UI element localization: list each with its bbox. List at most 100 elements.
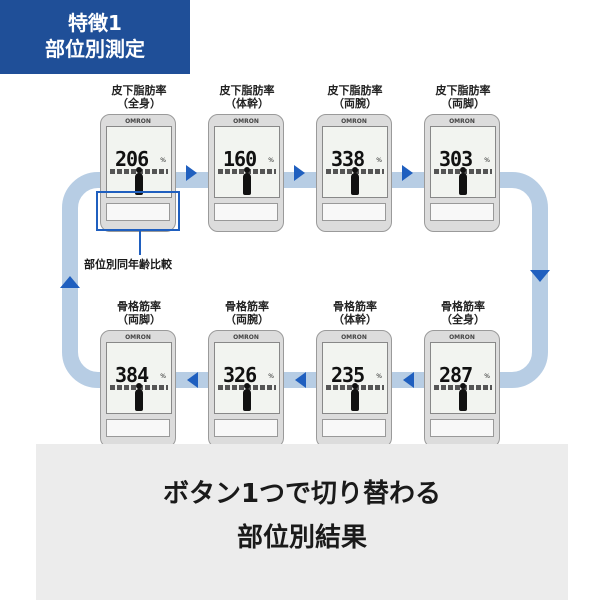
device-buttons [214, 203, 278, 221]
percent-unit: % [160, 373, 166, 380]
card-label-2: （体幹） [225, 97, 269, 110]
device-illustration: OMRON 326 % [208, 330, 284, 448]
percent-unit: % [268, 373, 274, 380]
percent-unit: % [376, 157, 382, 164]
card-label: 骨格筋率 （両脚） [100, 300, 178, 330]
footer-line2: 部位別結果 [236, 523, 367, 553]
brand-label: OMRON [449, 334, 475, 341]
card-bottom-3: 骨格筋率 （体幹） OMRON 235 % [316, 300, 394, 448]
brand-label: OMRON [125, 334, 151, 341]
percent-unit: % [268, 157, 274, 164]
reading-value: 384 [115, 363, 149, 387]
card-label-1: 骨格筋率 [225, 300, 269, 313]
card-label: 皮下脂肪率 （両脚） [424, 84, 502, 114]
footer-panel: ボタン1つで切り替わる 部位別結果 [36, 444, 568, 600]
brand-label: OMRON [341, 334, 367, 341]
card-label: 皮下脂肪率 （体幹） [208, 84, 286, 114]
percent-unit: % [484, 373, 490, 380]
body-figure-icon [135, 383, 143, 411]
reading-value: 303 [439, 147, 473, 171]
device-illustration: OMRON 235 % [316, 330, 392, 448]
card-label: 骨格筋率 （体幹） [316, 300, 394, 330]
device-buttons [322, 203, 386, 221]
right-arrow-icon [402, 165, 413, 181]
device-buttons [214, 419, 278, 437]
reading-value: 287 [439, 363, 473, 387]
card-label: 皮下脂肪率 （全身） [100, 84, 178, 114]
card-label-1: 骨格筋率 [333, 300, 377, 313]
device-screen: 384 % [106, 342, 172, 414]
card-label: 皮下脂肪率 （両腕） [316, 84, 394, 114]
device-illustration: OMRON 338 % [316, 114, 392, 232]
device-buttons [430, 203, 494, 221]
device-buttons [106, 419, 170, 437]
device-screen: 303 % [430, 126, 496, 198]
card-bottom-4: 骨格筋率 （全身） OMRON 287 % [424, 300, 502, 448]
reading-value: 326 [223, 363, 257, 387]
card-bottom-2: 骨格筋率 （両腕） OMRON 326 % [208, 300, 286, 448]
badge-line1: 特徴1 [68, 11, 122, 35]
card-label-1: 皮下脂肪率 [219, 84, 275, 97]
callout-line [139, 231, 141, 255]
comparison-highlight [96, 191, 180, 231]
device-illustration: OMRON 160 % [208, 114, 284, 232]
card-label-2: （全身） [441, 313, 485, 326]
device-illustration: OMRON 303 % [424, 114, 500, 232]
card-label-2: （両脚） [117, 313, 161, 326]
badge-line2: 部位別測定 [45, 37, 145, 61]
card-bottom-1: 骨格筋率 （両脚） OMRON 384 % [100, 300, 178, 448]
footer-line1: ボタン1つで切り替わる [162, 479, 442, 509]
device-screen: 160 % [214, 126, 280, 198]
body-figure-icon [351, 383, 359, 411]
feature-badge: 特徴1 部位別測定 [0, 0, 190, 74]
card-top-3: 皮下脂肪率 （両腕） OMRON 338 % [316, 84, 394, 232]
percent-unit: % [160, 157, 166, 164]
body-figure-icon [243, 167, 251, 195]
device-buttons [430, 419, 494, 437]
card-label-1: 骨格筋率 [441, 300, 485, 313]
card-label-2: （両腕） [225, 313, 269, 326]
left-arrow-icon [403, 372, 414, 388]
comparison-callout: 部位別同年齢比較 [84, 258, 172, 271]
right-arrow-icon [186, 165, 197, 181]
card-label-2: （両脚） [441, 97, 485, 110]
brand-label: OMRON [449, 118, 475, 125]
reading-value: 206 [115, 147, 149, 171]
percent-unit: % [484, 157, 490, 164]
brand-label: OMRON [233, 118, 259, 125]
card-label-2: （両腕） [333, 97, 377, 110]
card-label-1: 皮下脂肪率 [111, 84, 167, 97]
device-screen: 287 % [430, 342, 496, 414]
percent-unit: % [376, 373, 382, 380]
card-label-1: 骨格筋率 [117, 300, 161, 313]
card-label-1: 皮下脂肪率 [327, 84, 383, 97]
device-buttons [106, 203, 170, 221]
device-buttons [322, 419, 386, 437]
card-top-2: 皮下脂肪率 （体幹） OMRON 160 % [208, 84, 286, 232]
device-screen: 326 % [214, 342, 280, 414]
body-figure-icon [135, 167, 143, 195]
down-arrow-icon [530, 270, 550, 282]
card-label: 骨格筋率 （全身） [424, 300, 502, 330]
reading-value: 160 [223, 147, 257, 171]
left-arrow-icon [295, 372, 306, 388]
reading-value: 235 [331, 363, 365, 387]
card-label-2: （体幹） [333, 313, 377, 326]
brand-label: OMRON [125, 118, 151, 125]
reading-value: 338 [331, 147, 365, 171]
device-illustration: OMRON 287 % [424, 330, 500, 448]
body-figure-icon [351, 167, 359, 195]
card-label: 骨格筋率 （両腕） [208, 300, 286, 330]
body-figure-icon [243, 383, 251, 411]
card-label-2: （全身） [117, 97, 161, 110]
left-arrow-icon [187, 372, 198, 388]
device-screen: 235 % [322, 342, 388, 414]
up-arrow-icon [60, 276, 80, 288]
card-top-4: 皮下脂肪率 （両脚） OMRON 303 % [424, 84, 502, 232]
card-top-1: 皮下脂肪率 （全身） OMRON 206 % [100, 84, 178, 232]
body-figure-icon [459, 167, 467, 195]
right-arrow-icon [294, 165, 305, 181]
device-illustration: OMRON 206 % [100, 114, 176, 232]
brand-label: OMRON [233, 334, 259, 341]
device-screen: 206 % [106, 126, 172, 198]
